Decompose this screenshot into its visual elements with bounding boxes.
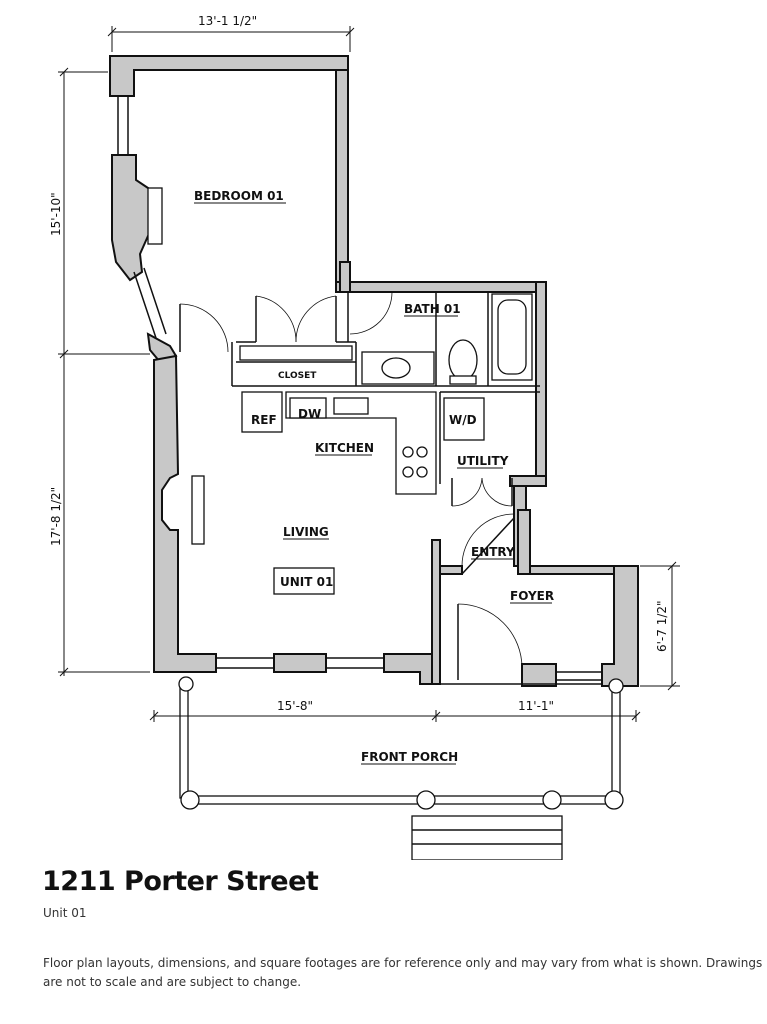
washer-dryer [443, 397, 485, 441]
unit-label-box [273, 567, 335, 595]
dim-bottom-left: 15'-8" [277, 699, 313, 713]
dim-right: 6'-7 1/2" [655, 600, 669, 652]
dimension-lines [58, 26, 680, 722]
label-bath: BATH 01 [404, 302, 461, 316]
label-kitchen: KITCHEN [315, 441, 374, 455]
dim-left-upper: 15'-10" [49, 192, 63, 236]
bedroom-hearth [147, 187, 163, 245]
kitchen-fixtures [239, 345, 485, 495]
door-swings [179, 291, 523, 680]
sink [381, 357, 411, 379]
dim-top: 13'-1 1/2" [198, 14, 257, 28]
porch-column [416, 790, 436, 810]
kitchen-sink [333, 397, 369, 415]
plan-title: 1211 Porter Street [42, 866, 319, 897]
refrigerator [241, 391, 283, 433]
label-wd: W/D [449, 413, 477, 427]
porch-column [542, 790, 562, 810]
label-front-porch: FRONT PORCH [361, 750, 458, 764]
porch-column [178, 676, 194, 692]
burner-icon [416, 466, 428, 478]
toilet-tank [449, 375, 477, 385]
dishwasher [289, 397, 327, 419]
label-dw: DW [298, 407, 321, 421]
front-porch [178, 676, 624, 860]
floor-plan: BEDROOM 01 BATH 01 CLOSET REF DW KITCHEN… [49, 14, 680, 860]
plan-subtitle: Unit 01 [43, 906, 87, 920]
dim-bottom-right: 11'-1" [518, 699, 554, 713]
label-unit: UNIT 01 [280, 575, 333, 589]
disclaimer-text: Floor plan layouts, dimensions, and squa… [43, 956, 763, 989]
toilet-bowl [448, 339, 478, 381]
label-entry: ENTRY [471, 545, 515, 559]
porch-column [180, 790, 200, 810]
label-ref: REF [251, 413, 277, 427]
dim-left-lower: 17'-8 1/2" [49, 487, 63, 546]
exterior-walls [109, 55, 639, 687]
label-bedroom: BEDROOM 01 [194, 189, 284, 203]
burner-icon [416, 446, 428, 458]
porch-steps [411, 815, 563, 860]
closet-shelf [239, 345, 353, 361]
label-foyer: FOYER [510, 589, 554, 603]
living-hearth [191, 475, 205, 545]
label-utility: UTILITY [457, 454, 509, 468]
label-closet: CLOSET [278, 371, 317, 381]
label-living: LIVING [283, 525, 329, 539]
bath-fixtures [361, 293, 533, 385]
burner-icon [402, 446, 414, 458]
porch-column [608, 678, 624, 694]
burner-icon [402, 466, 414, 478]
interior-walls [117, 96, 602, 685]
porch-column [604, 790, 624, 810]
bathtub-basin [497, 299, 527, 375]
